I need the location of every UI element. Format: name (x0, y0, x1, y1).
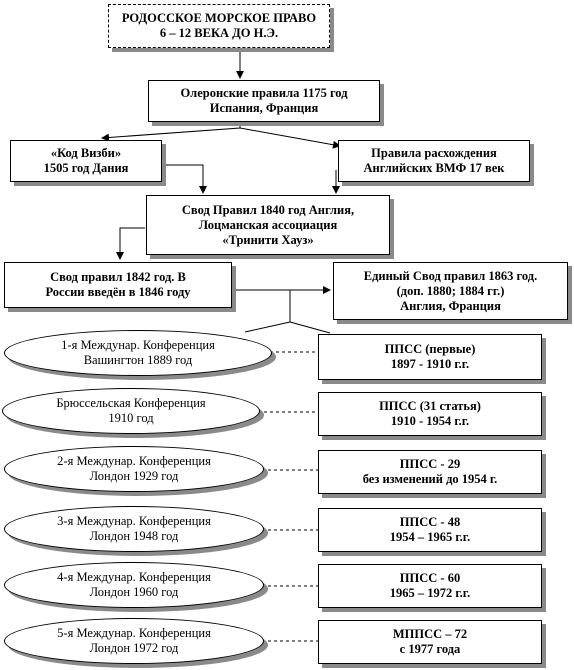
conference-6-line2: Лондон 1972 год (89, 641, 179, 655)
conference-oval-3: 2-я Междунар. Конференция Лондон 1929 го… (4, 446, 264, 492)
arrow-oleron-to-navy (239, 127, 341, 149)
box-navy-rules: Правила расхождения Английских ВМФ 17 ве… (338, 140, 530, 182)
rules-box-5: ППСС - 60 1965 – 1972 г.г. (318, 564, 542, 608)
conference-3-line2: Лондон 1929 год (89, 469, 179, 483)
conference-5-line1: 4-я Междунар. Конференция (57, 570, 211, 584)
visby-line1: «Код Визби» (50, 146, 122, 160)
box-visby-code: «Код Визби» 1505 год Дания (10, 140, 162, 182)
conference-1-line1: 1-я Междунар. Конференция (61, 338, 215, 352)
rules-3-line1: ППСС - 29 (399, 457, 461, 471)
conference-4-line2: Лондон 1948 год (89, 529, 179, 543)
conference-2-line2: 1910 год (108, 411, 154, 425)
conference-6-line1: 5-я Междунар. Конференция (57, 626, 211, 640)
conference-oval-5: 4-я Междунар. Конференция Лондон 1960 го… (4, 562, 264, 608)
code1840-line2: Лоцманская ассоциация (198, 217, 338, 232)
rules-6-line2: с 1977 года (399, 642, 461, 656)
arrow-oleron-to-visby (101, 122, 241, 142)
code1840-line3: «Тринити Хауз» (222, 232, 314, 247)
arrow-visby-to-1840 (160, 164, 207, 194)
conference-4-line1: 3-я Междунар. Конференция (57, 514, 211, 528)
code1842-line1: Свод правил 1842 год. В (50, 270, 186, 284)
code1863-line1: Единый Свод правил 1863 год. (363, 268, 538, 283)
rules-box-3: ППСС - 29 без изменений до 1954 г. (318, 450, 542, 494)
rules-4-line2: 1954 – 1965 г.г. (389, 530, 471, 544)
navy-line2: Английских ВМФ 17 век (363, 161, 505, 175)
rules-box-2: ППСС (31 статья) 1910 - 1954 г.г. (318, 392, 542, 436)
rules-4-line1: ППСС - 48 (399, 515, 461, 529)
rules-6-line1: МППСС – 72 (392, 627, 468, 641)
code1840-line1: Свод Правил 1840 год Англия, (181, 202, 355, 217)
conference-oval-6: 5-я Междунар. Конференция Лондон 1972 го… (4, 618, 264, 664)
box-rhodes-law: РОДОССКОЕ МОРСКОЕ ПРАВО 6 – 12 ВЕКА ДО Н… (108, 4, 330, 48)
oleron-line1: Олеронские правила 1175 год (180, 86, 348, 100)
oleron-line2: Испания, Франция (209, 101, 319, 115)
rules-box-6: МППСС – 72 с 1977 года (318, 620, 542, 664)
rules-box-1: ППСС (первые) 1897 - 1910 г.г. (318, 334, 542, 380)
conference-1-line2: Вашингтон 1889 год (83, 353, 193, 367)
conference-5-line2: Лондон 1960 год (89, 585, 179, 599)
code1842-line2: России введён в 1846 году (45, 285, 191, 299)
box-code-1840: Свод Правил 1840 год Англия, Лоцманская … (146, 195, 390, 255)
box-oleron-rules: Олеронские правила 1175 год Испания, Фра… (148, 80, 380, 122)
rules-2-line1: ППСС (31 статья) (379, 399, 481, 413)
box-code-1842: Свод правил 1842 год. В России введён в … (4, 262, 232, 308)
rhodes-line2: 6 – 12 ВЕКА ДО Н.Э. (159, 26, 279, 40)
conference-2-line1: Брюссельская Конференция (56, 396, 206, 410)
rules-1-line2: 1897 - 1910 г.г. (390, 357, 470, 371)
rules-5-line2: 1965 – 1972 г.г. (389, 586, 471, 600)
rules-5-line1: ППСС - 60 (399, 571, 461, 585)
branch-to-first-rule (289, 321, 331, 334)
conference-oval-2: Брюссельская Конференция 1910 год (2, 388, 260, 434)
conference-oval-1: 1-я Междунар. Конференция Вашингтон 1889… (4, 330, 272, 376)
rules-box-4: ППСС - 48 1954 – 1965 г.г. (318, 508, 542, 552)
box-code-1863: Единый Свод правил 1863 год. (доп. 1880;… (333, 262, 568, 320)
conference-3-line1: 2-я Междунар. Конференция (57, 454, 211, 468)
arrow-1840-to-1842 (116, 227, 145, 260)
rhodes-line1: РОДОССКОЕ МОРСКОЕ ПРАВО (121, 11, 317, 25)
rules-1-line1: ППСС (первые) (384, 342, 476, 356)
visby-line2: 1505 год Дания (43, 161, 129, 175)
rules-2-line2: 1910 - 1954 г.г. (390, 414, 470, 428)
rules-3-line2: без изменений до 1954 г. (362, 472, 498, 486)
conference-oval-4: 3-я Междунар. Конференция Лондон 1948 го… (4, 506, 264, 552)
code1863-line2: (доп. 1880; 1884 гг.) (396, 283, 505, 298)
navy-line1: Правила расхождения (371, 146, 497, 160)
branch-to-first-conference (244, 321, 291, 333)
code1863-line3: Англия, Франция (400, 298, 501, 313)
